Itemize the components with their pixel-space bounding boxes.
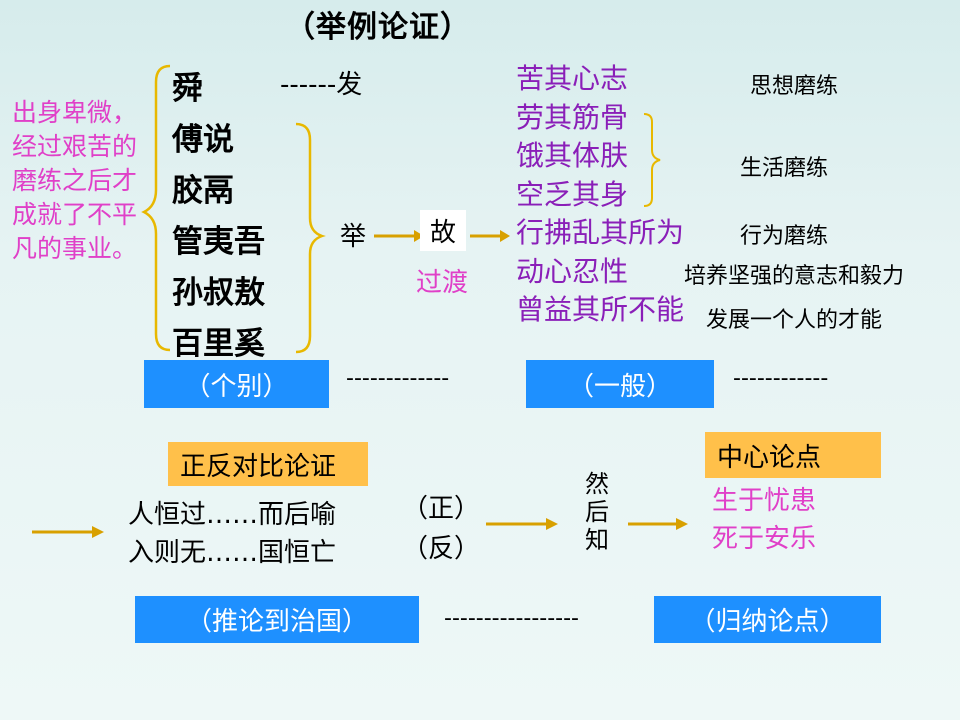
contrast-box: 正反对比论证 [168, 442, 368, 486]
general-item: 饿其体肤 [516, 139, 629, 172]
intro-text: 出身卑微，经过艰苦的磨练之后才成就了不平凡的事业。 [12, 98, 138, 263]
person-name: 舜 [172, 71, 203, 107]
person-name: 孙叔敖 [172, 275, 265, 311]
arrow-contrast-ranhou [486, 518, 558, 530]
dashes-row1-b: ------------ [733, 366, 829, 391]
general-item: 苦其心志 [516, 62, 629, 95]
induce-box: （归纳论点） [654, 596, 881, 643]
ranhou-zhi: 然后知 [585, 470, 609, 554]
note-thought: 思想磨练 [750, 74, 839, 99]
contrast-line-negative: 入则无……国恒亡 [128, 538, 337, 568]
person-name: 百里奚 [172, 326, 265, 362]
arrow-ju-gu [374, 230, 424, 242]
ju-label: 举 [340, 222, 367, 252]
guodu-label: 过渡 [416, 268, 469, 298]
note-talent: 发展一个人的才能 [706, 308, 883, 333]
arrow-ranhou-central [628, 518, 688, 530]
right-brace [295, 122, 326, 354]
left-brace [141, 64, 171, 352]
individual-box: （个别） [144, 360, 329, 408]
gu-label: 故 [420, 210, 467, 251]
general-item: 空乏其身 [516, 177, 629, 211]
arrow-gu-general [470, 230, 510, 242]
tag-positive: （正） [402, 494, 481, 524]
note-will: 培养坚强的意志和毅力 [684, 264, 905, 289]
infer-box: （推论到治国） [135, 596, 419, 643]
central-point: 死于安乐 [712, 524, 817, 554]
general-item: 行拂乱其所为 [516, 216, 685, 249]
person-name: 管夷吾 [172, 224, 265, 260]
central-point: 生于忧患 [712, 486, 817, 516]
person-name: 傅说 [172, 122, 234, 158]
note-life: 生活磨练 [740, 156, 829, 181]
general-item: 劳其筋骨 [516, 100, 629, 134]
arrow-left-row2 [32, 526, 104, 538]
central-points: 生于忧患 死于安乐 [712, 482, 816, 558]
note-behavior: 行为磨练 [740, 224, 829, 249]
fa-label: ------发 [280, 70, 363, 100]
central-box: 中心论点 [705, 432, 881, 478]
general-box: （一般） [526, 360, 714, 408]
people-list: 舜 傅说 胶鬲 管夷吾 孙叔敖 百里奚 [172, 64, 265, 370]
general-item: 曾益其所不能 [516, 293, 685, 326]
tag-negative: （反） [402, 534, 481, 564]
general-list: 苦其心志 劳其筋骨 饿其体肤 空乏其身 行拂乱其所为 动心忍性 曾益其所不能 [516, 60, 684, 330]
general-item: 动心忍性 [516, 254, 629, 288]
contrast-line-positive: 人恒过……而后喻 [128, 500, 337, 530]
life-brace [643, 113, 661, 207]
dashes-row1-a: ------------- [346, 366, 450, 391]
person-name: 胶鬲 [172, 173, 234, 209]
page-title: （举例论证） [285, 10, 471, 45]
dashes-row2: ----------------- [444, 606, 579, 631]
